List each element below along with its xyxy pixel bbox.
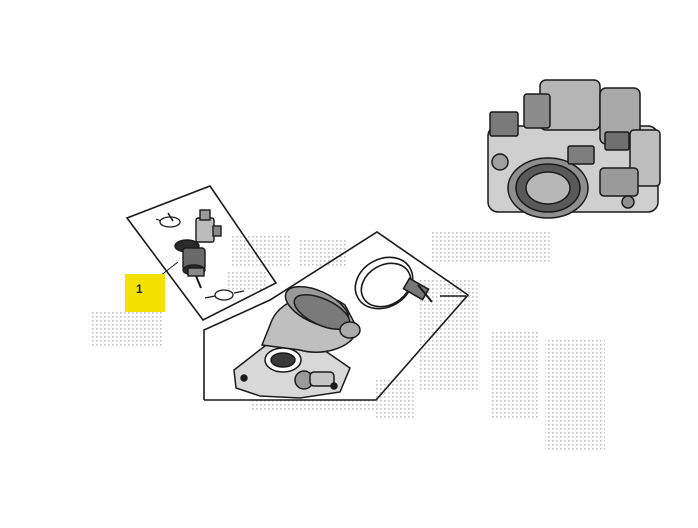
injector-group xyxy=(125,185,278,322)
fuel-injector-icon[interactable] xyxy=(174,209,222,289)
manifold-group xyxy=(203,231,470,401)
hose-clamp-icon[interactable] xyxy=(346,247,433,319)
watermark xyxy=(92,232,605,450)
throttle-body-icon[interactable] xyxy=(487,79,661,219)
callout-1-label: 1 xyxy=(136,282,143,296)
callout-1-highlight[interactable]: 1 xyxy=(125,274,165,312)
intake-manifold-icon[interactable] xyxy=(233,278,361,399)
